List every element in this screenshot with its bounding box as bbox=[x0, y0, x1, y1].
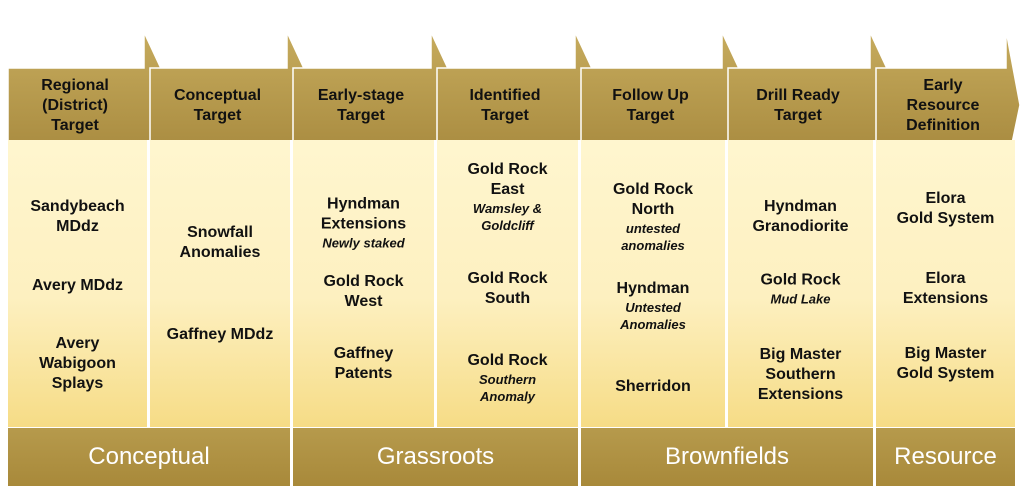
target-item: Big Master Southern Extensions bbox=[732, 345, 869, 405]
stage-header-early-stage-target: Early-stage Target bbox=[317, 87, 405, 124]
stage-header-identified-target: Identified Target bbox=[469, 87, 541, 124]
target-name: Elora Extensions bbox=[902, 270, 989, 308]
target-name: Elora Gold System bbox=[896, 189, 995, 227]
target-name: Sandybeach MDdz bbox=[30, 198, 125, 236]
target-item: Sandybeach MDdz bbox=[12, 197, 143, 237]
target-item: Elora Gold System bbox=[880, 189, 1011, 229]
target-name: Gold Rock East bbox=[467, 161, 548, 199]
target-item: Gold Rock South bbox=[441, 269, 574, 309]
target-note: Southern Anomaly bbox=[478, 372, 537, 405]
stage-header-drill-ready-target: Drill Ready Target bbox=[756, 87, 840, 124]
phase-bar-grassroots: Grassroots bbox=[293, 428, 578, 486]
target-name: Gaffney MDdz bbox=[166, 326, 274, 344]
target-name: Gold Rock South bbox=[467, 270, 548, 308]
target-item: Sherridon bbox=[585, 377, 721, 397]
target-name: Gold Rock West bbox=[323, 273, 404, 311]
target-item: Gaffney Patents bbox=[297, 344, 430, 384]
target-item: Gaffney MDdz bbox=[154, 325, 286, 345]
phase-bar-conceptual: Conceptual bbox=[8, 428, 290, 486]
target-name: Sherridon bbox=[615, 377, 691, 395]
target-note: Untested Anomalies bbox=[620, 300, 686, 333]
stage-header-regional-district-target: Regional (District) Target bbox=[41, 77, 109, 134]
target-name: Gold Rock bbox=[760, 271, 841, 289]
target-note: Newly staked bbox=[322, 235, 405, 251]
target-name: Gold Rock bbox=[467, 352, 548, 370]
target-note: Mud Lake bbox=[770, 291, 831, 307]
target-name: Snowfall Anomalies bbox=[179, 224, 261, 262]
target-note: untested anomalies bbox=[621, 221, 685, 254]
target-name: Hyndman bbox=[616, 280, 690, 298]
phase-bar-resource: Resource bbox=[876, 428, 1015, 486]
target-name: Hyndman Extensions bbox=[320, 195, 407, 233]
target-item: Snowfall Anomalies bbox=[154, 223, 286, 263]
target-item: Avery Wabigoon Splays bbox=[12, 334, 143, 394]
target-item: Hyndman Granodiorite bbox=[732, 197, 869, 237]
stage-header-follow-up-target: Follow Up Target bbox=[612, 87, 689, 124]
target-name: Avery Wabigoon Splays bbox=[39, 334, 116, 392]
target-name: Big Master Gold System bbox=[896, 344, 995, 382]
target-note: Wamsley & Goldcliff bbox=[472, 201, 543, 234]
target-name: Gaffney Patents bbox=[333, 344, 394, 382]
target-item: Gold Rock West bbox=[297, 272, 430, 312]
target-name: Avery MDdz bbox=[32, 277, 123, 295]
target-name: Hyndman Granodiorite bbox=[752, 198, 849, 236]
target-name: Big Master Southern Extensions bbox=[757, 346, 844, 404]
target-name: Gold Rock North bbox=[612, 181, 693, 219]
stage-header-early-resource-definition: Early Resource Definition bbox=[906, 77, 980, 134]
target-item: Elora Extensions bbox=[880, 269, 1011, 309]
phase-bar-brownfields: Brownfields bbox=[581, 428, 873, 486]
target-item: Big Master Gold System bbox=[880, 344, 1011, 384]
stage-header-conceptual-target: Conceptual Target bbox=[173, 87, 262, 124]
target-item: Avery MDdz bbox=[12, 276, 143, 296]
